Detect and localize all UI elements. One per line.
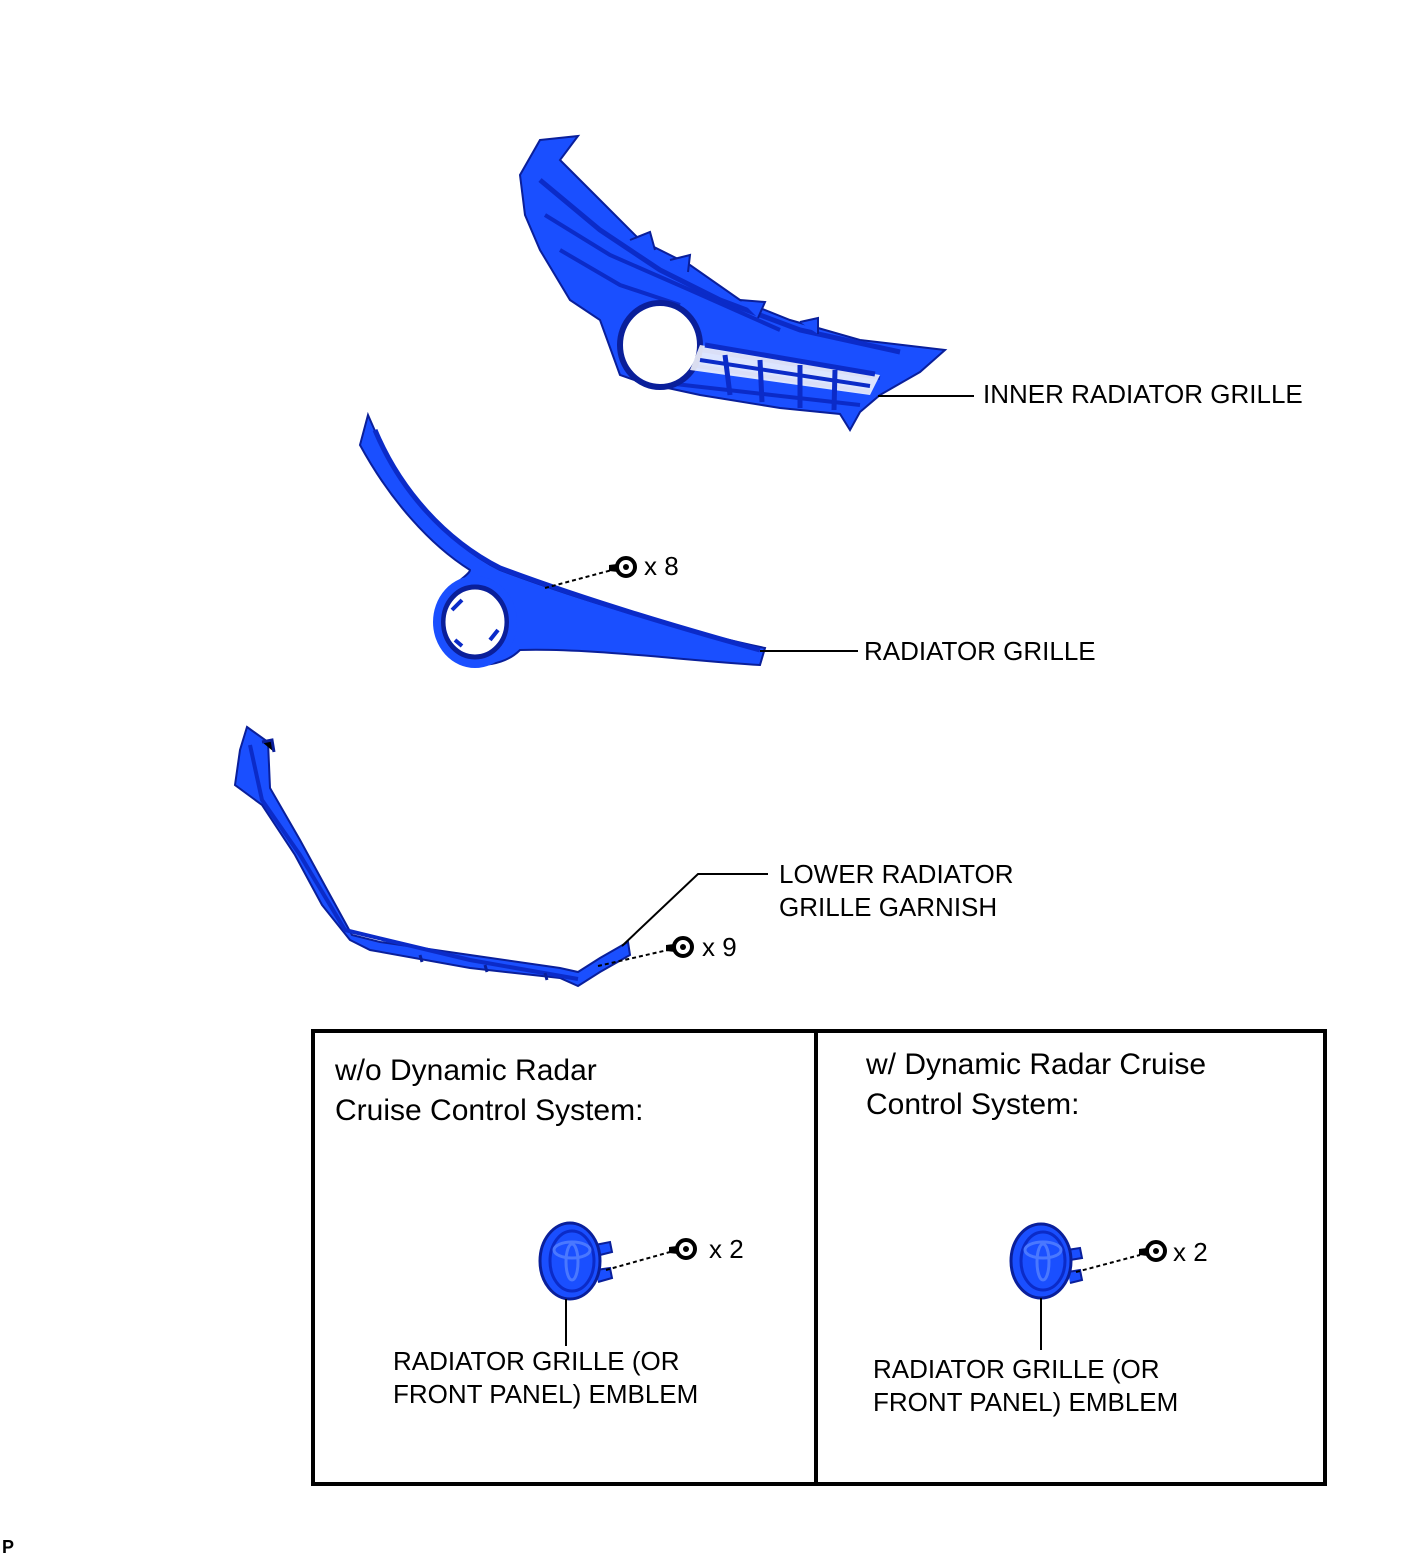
clip-icon — [1137, 1240, 1167, 1262]
grille-clip-leader — [544, 569, 613, 589]
variant-panel-frame — [311, 1029, 1327, 1486]
clip-icon — [607, 556, 637, 578]
left-emblem-label-line1: RADIATOR GRILLE (OR — [393, 1346, 680, 1376]
corner-mark: P — [2, 1537, 15, 1557]
inner-radiator-grille-part — [518, 134, 948, 432]
left-emblem-clip-quantity: x 2 — [709, 1234, 744, 1264]
lower-garnish-label-line2: GRILLE GARNISH — [779, 892, 998, 922]
right-panel-title-line2: Control System: — [866, 1088, 1080, 1121]
left-panel-title-line2: Cruise Control System: — [335, 1094, 644, 1127]
left-panel-title-line1: w/o Dynamic Radar — [335, 1054, 597, 1087]
right-emblem-label-line2: FRONT PANEL) EMBLEM — [873, 1387, 1179, 1417]
garnish-leader-line — [621, 873, 768, 947]
right-panel-title-line1: w/ Dynamic Radar Cruise — [866, 1048, 1207, 1081]
radiator-grille-label: RADIATOR GRILLE — [864, 636, 1096, 666]
left-emblem-label-line2: FRONT PANEL) EMBLEM — [393, 1379, 699, 1409]
left-emblem-clip-leader — [605, 1251, 671, 1271]
grille-clip-quantity: x 8 — [644, 551, 679, 581]
garnish-clip-leader — [597, 949, 669, 967]
inner-radiator-grille-label: INNER RADIATOR GRILLE — [983, 379, 1303, 409]
lower-radiator-grille-garnish-part — [233, 725, 632, 988]
toyota-emblem-icon — [1009, 1222, 1084, 1300]
garnish-clip-quantity: x 9 — [702, 932, 737, 962]
lower-garnish-label-line1: LOWER RADIATOR — [779, 859, 1014, 889]
right-emblem-clip-leader — [1075, 1254, 1141, 1273]
toyota-emblem-icon — [538, 1221, 614, 1301]
clip-icon — [667, 1238, 697, 1260]
right-emblem-label-line1: RADIATOR GRILLE (OR — [873, 1354, 1160, 1384]
right-emblem-clip-quantity: x 2 — [1173, 1237, 1208, 1267]
clip-icon — [664, 936, 694, 958]
radiator-grille-part — [358, 411, 767, 668]
